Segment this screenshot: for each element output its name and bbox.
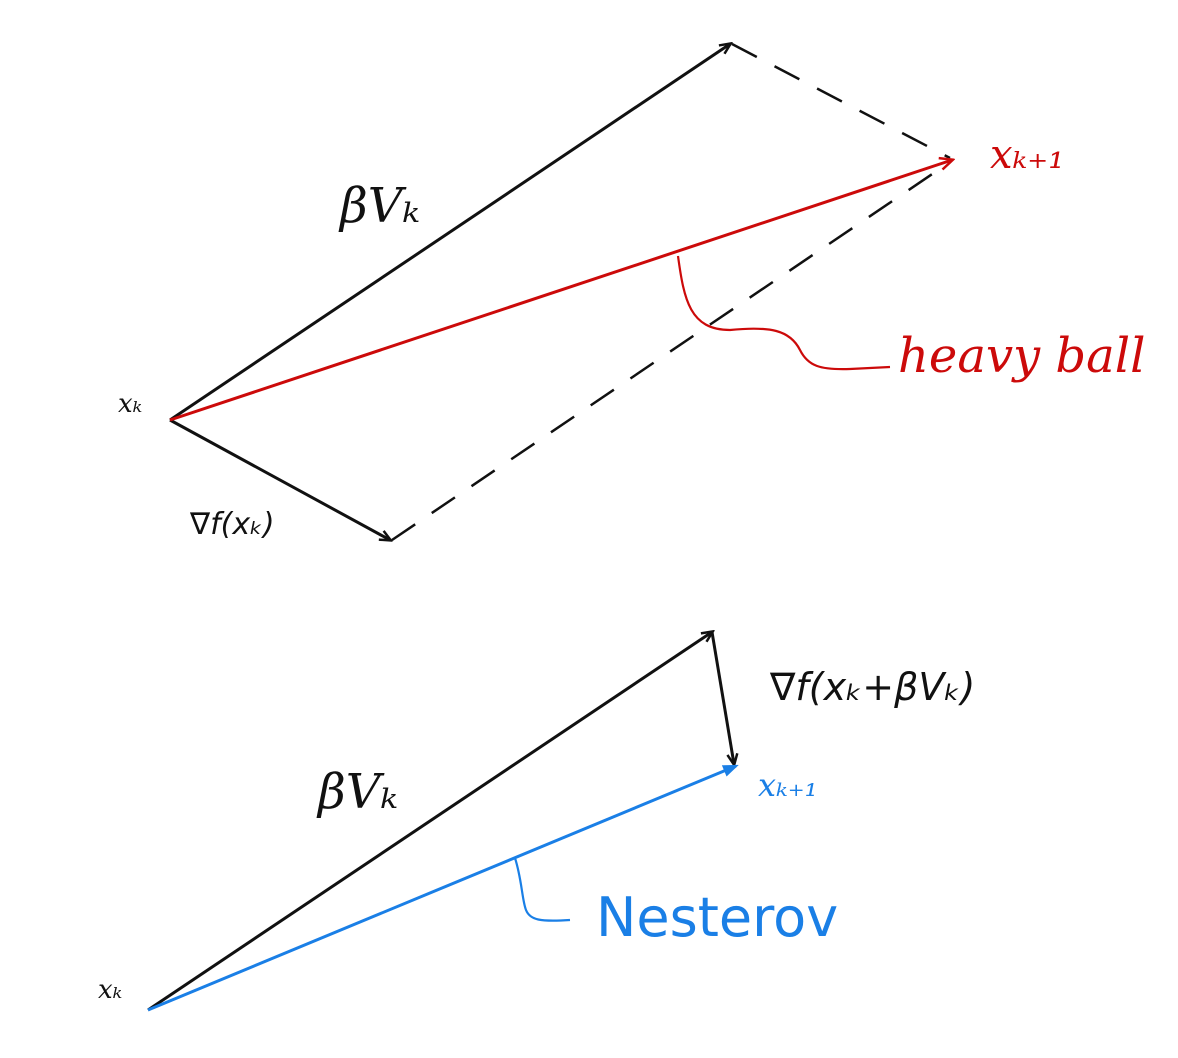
nesterov-momentum-vector bbox=[147, 632, 712, 1012]
nesterov-callout bbox=[513, 857, 571, 922]
nesterov-diagram: xₖ βVₖ ∇f(xₖ+βVₖ) xₖ₊₁ Nesterov bbox=[98, 631, 975, 1012]
bottom-xk-label: xₖ bbox=[98, 975, 122, 1005]
bottom-next-label: xₖ₊₁ bbox=[758, 766, 817, 804]
heavy-ball-diagram: xₖ βVₖ ∇f(xₖ) xₖ₊₁ heavy ball bbox=[118, 44, 1145, 542]
top-gradient-label: ∇f(xₖ) bbox=[189, 507, 275, 542]
heavy-ball-step-vector bbox=[169, 160, 952, 422]
gradient-vector bbox=[169, 418, 390, 540]
bottom-beta-v-label: βVₖ bbox=[316, 764, 398, 820]
top-beta-v-label: βVₖ bbox=[338, 178, 420, 234]
bottom-gradient-label: ∇f(xₖ+βVₖ) bbox=[769, 665, 975, 709]
nesterov-gradient-vector bbox=[710, 631, 734, 764]
nesterov-label: Nesterov bbox=[596, 886, 838, 949]
dashed-side-top bbox=[731, 42, 951, 160]
top-xk-label: xₖ bbox=[118, 389, 142, 419]
top-next-label: xₖ₊₁ bbox=[990, 132, 1064, 178]
heavy-ball-callout bbox=[676, 255, 891, 371]
heavy-ball-label: heavy ball bbox=[898, 328, 1145, 384]
momentum-vector bbox=[169, 44, 730, 422]
dashed-side-bottom bbox=[391, 160, 951, 542]
nesterov-step-vector bbox=[147, 764, 736, 1012]
